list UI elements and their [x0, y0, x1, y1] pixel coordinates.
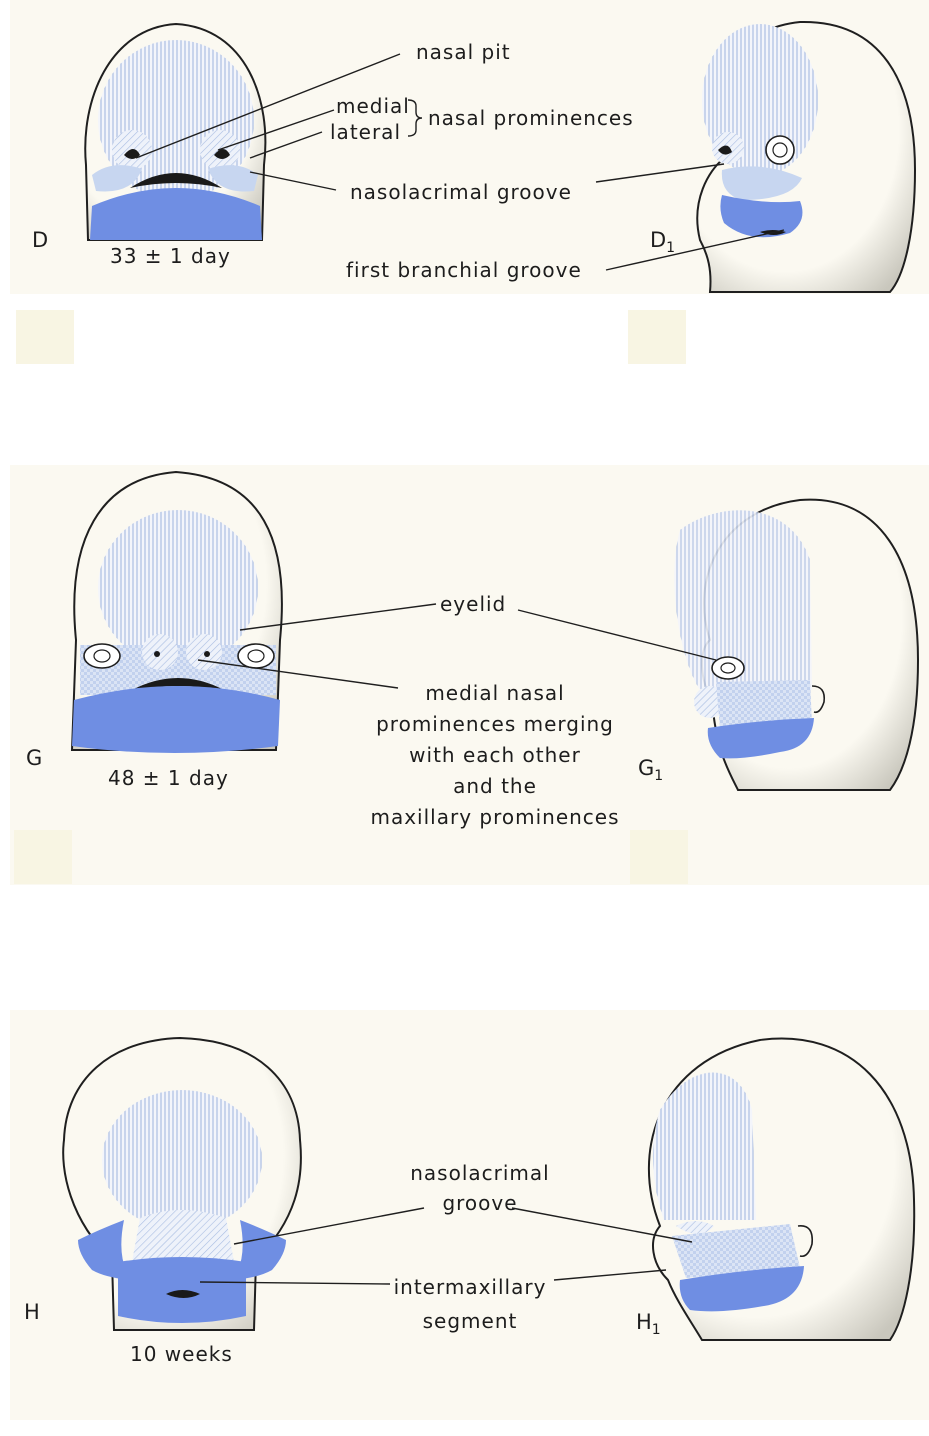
figure-g-frontal-face [72, 472, 282, 753]
label-merging-line-2: prominences merging [350, 709, 640, 740]
label-nasolacrimal-line-2: groove [390, 1188, 570, 1218]
figure-g-letter: G [26, 746, 42, 770]
figure-d1-letter-subscript: 1 [666, 240, 675, 256]
figure-h1-lateral-face [649, 1039, 914, 1340]
label-merging-line-3: with each other [350, 740, 640, 771]
label-intermaxillary-line-1: intermaxillary [380, 1270, 560, 1304]
figure-h1-letter-main: H [636, 1310, 652, 1334]
label-first-branchial-groove: first branchial groove [346, 258, 582, 282]
figure-g1-letter-main: G [638, 756, 654, 780]
figure-h1-letter-subscript: 1 [652, 1322, 661, 1338]
label-intermaxillary-segment: intermaxillary segment [380, 1270, 560, 1338]
figure-g1-lateral-face [674, 500, 918, 790]
figure-d1-lateral-face [697, 22, 915, 292]
figure-d-frontal-face [85, 24, 265, 240]
label-nasal-prominences: nasal prominences [428, 106, 634, 130]
figure-h-frontal-face [63, 1038, 301, 1330]
figure-d-letter: D [32, 228, 48, 252]
figure-h-letter: H [24, 1300, 40, 1324]
figure-g1-letter-subscript: 1 [654, 768, 663, 784]
label-merging-line-4: and the [350, 771, 640, 802]
figure-h-age: 10 weeks [130, 1342, 233, 1366]
figure-d1-letter: D1 [650, 228, 675, 260]
figure-g1-letter: G1 [638, 756, 663, 788]
label-nasolacrimal-groove-h: nasolacrimal groove [390, 1158, 570, 1218]
label-nasolacrimal-line-1: nasolacrimal [390, 1158, 570, 1188]
label-merging-line-5: maxillary prominences [350, 802, 640, 833]
label-nasolacrimal-groove-d: nasolacrimal groove [350, 180, 572, 204]
figure-d1-letter-main: D [650, 228, 666, 252]
label-intermaxillary-line-2: segment [380, 1304, 560, 1338]
label-eyelid: eyelid [440, 592, 506, 616]
label-lateral: lateral [330, 120, 401, 144]
figure-g-age: 48 ± 1 day [108, 766, 229, 790]
label-nasal-pit: nasal pit [416, 40, 511, 64]
label-merging-text: medial nasal prominences merging with ea… [350, 678, 640, 833]
figure-d-age: 33 ± 1 day [110, 244, 231, 268]
figure-h1-letter: H1 [636, 1310, 661, 1342]
label-medial: medial [336, 94, 410, 118]
label-merging-line-1: medial nasal [350, 678, 640, 709]
